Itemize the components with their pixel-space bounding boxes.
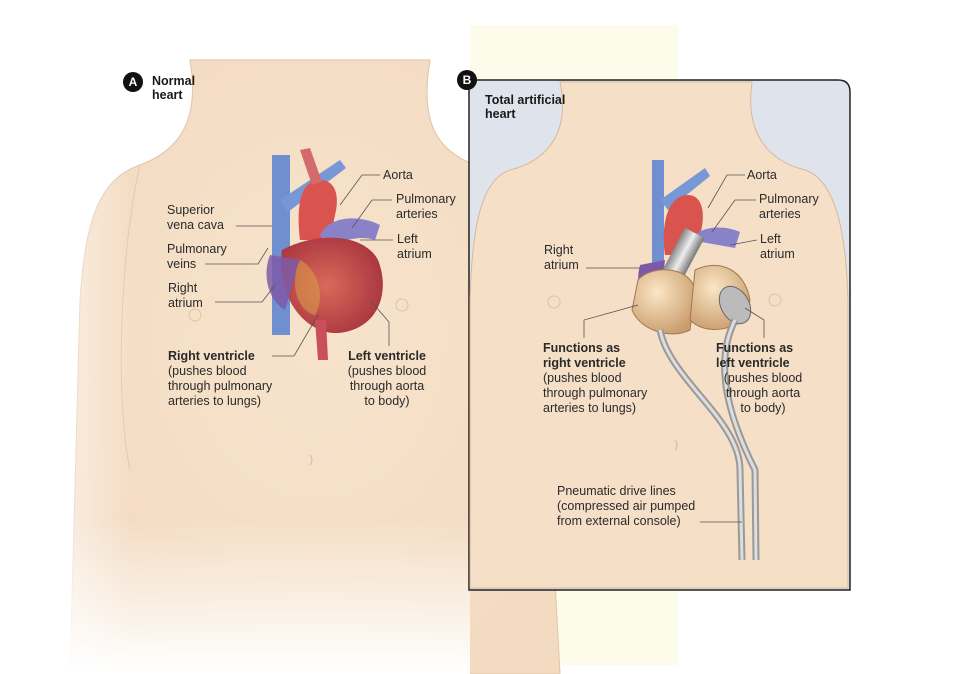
label-line: arteries to lungs) xyxy=(168,394,262,408)
label-pneumatic-drive-lines: Pneumatic drive lines (compressed air pu… xyxy=(557,484,695,529)
label-left-atrium: Left atrium xyxy=(397,232,432,262)
label-line: to body) xyxy=(364,394,410,408)
label-line: Left xyxy=(760,232,781,246)
label-pulmonary-arteries: Pulmonary arteries xyxy=(396,192,456,222)
leader-lines xyxy=(205,174,765,523)
label-line: Right xyxy=(544,243,574,257)
label-line: through aorta xyxy=(725,386,801,400)
label-line: Pneumatic drive lines xyxy=(557,484,676,498)
label-line: arteries to lungs) xyxy=(543,401,637,415)
label-line: Superior xyxy=(167,203,215,217)
label-line: Pulmonary xyxy=(167,242,227,256)
label-line: vena cava xyxy=(167,218,224,232)
label-line: atrium xyxy=(168,296,203,310)
normal-heart xyxy=(266,148,383,360)
label-line: Right xyxy=(168,281,198,295)
label-line: arteries xyxy=(759,207,801,221)
torso-a xyxy=(0,0,561,674)
panel-b-title: Total artificial heart xyxy=(485,93,565,121)
label-left-ventricle: Left ventricle (pushes blood through aor… xyxy=(340,349,434,409)
label-line: through aorta xyxy=(349,379,425,393)
label-line: from external console) xyxy=(557,514,681,528)
label-title: Right ventricle xyxy=(168,349,255,363)
label-line: atrium xyxy=(397,247,432,261)
label-line: Pulmonary xyxy=(396,192,456,206)
label-line: (pushes blood xyxy=(543,371,622,385)
label-line: to body) xyxy=(740,401,786,415)
panel-a-badge: A xyxy=(123,72,143,92)
label-line: through pulmonary xyxy=(168,379,273,393)
label-aorta: Aorta xyxy=(383,168,413,182)
label-line: Left xyxy=(397,232,418,246)
label-aorta-b: Aorta xyxy=(747,168,777,182)
label-right-atrium-b: Right atrium xyxy=(544,243,579,273)
label-title: left ventricle xyxy=(716,356,790,370)
panel-a-title-line: heart xyxy=(152,88,183,102)
label-line: (compressed air pumped xyxy=(557,499,696,513)
label-title: right ventricle xyxy=(543,356,626,370)
label-functions-left-ventricle: Functions as left ventricle (pushes bloo… xyxy=(716,341,810,416)
panel-a-title-line: Normal xyxy=(152,74,196,88)
label-right-atrium: Right atrium xyxy=(168,281,203,311)
label-line: atrium xyxy=(544,258,579,272)
panel-b-badge: B xyxy=(457,70,477,90)
label-title: Functions as xyxy=(543,341,621,355)
label-line: atrium xyxy=(760,247,795,261)
label-pulmonary-arteries-b: Pulmonary arteries xyxy=(759,192,819,222)
label-pulmonary-veins: Pulmonary veins xyxy=(167,242,227,272)
label-line: (pushes blood xyxy=(723,371,803,385)
label-left-atrium-b: Left atrium xyxy=(760,232,795,262)
panel-b-title-line: heart xyxy=(485,107,516,121)
label-line: veins xyxy=(167,257,197,271)
label-line: (pushes blood xyxy=(168,364,247,378)
label-title: Functions as xyxy=(716,341,794,355)
label-line: through pulmonary xyxy=(543,386,648,400)
label-superior-vena-cava: Superior vena cava xyxy=(167,203,224,233)
panel-a-title: Normal heart xyxy=(152,74,195,102)
label-line: arteries xyxy=(396,207,438,221)
label-right-ventricle: Right ventricle (pushes blood through pu… xyxy=(168,349,272,409)
label-line: Pulmonary xyxy=(759,192,819,206)
label-line: (pushes blood xyxy=(347,364,427,378)
label-functions-right-ventricle: Functions as right ventricle (pushes blo… xyxy=(543,341,647,416)
artificial-heart xyxy=(631,160,760,561)
panel-b-title-line: Total artificial xyxy=(485,93,566,107)
label-title: Left ventricle xyxy=(348,349,426,363)
